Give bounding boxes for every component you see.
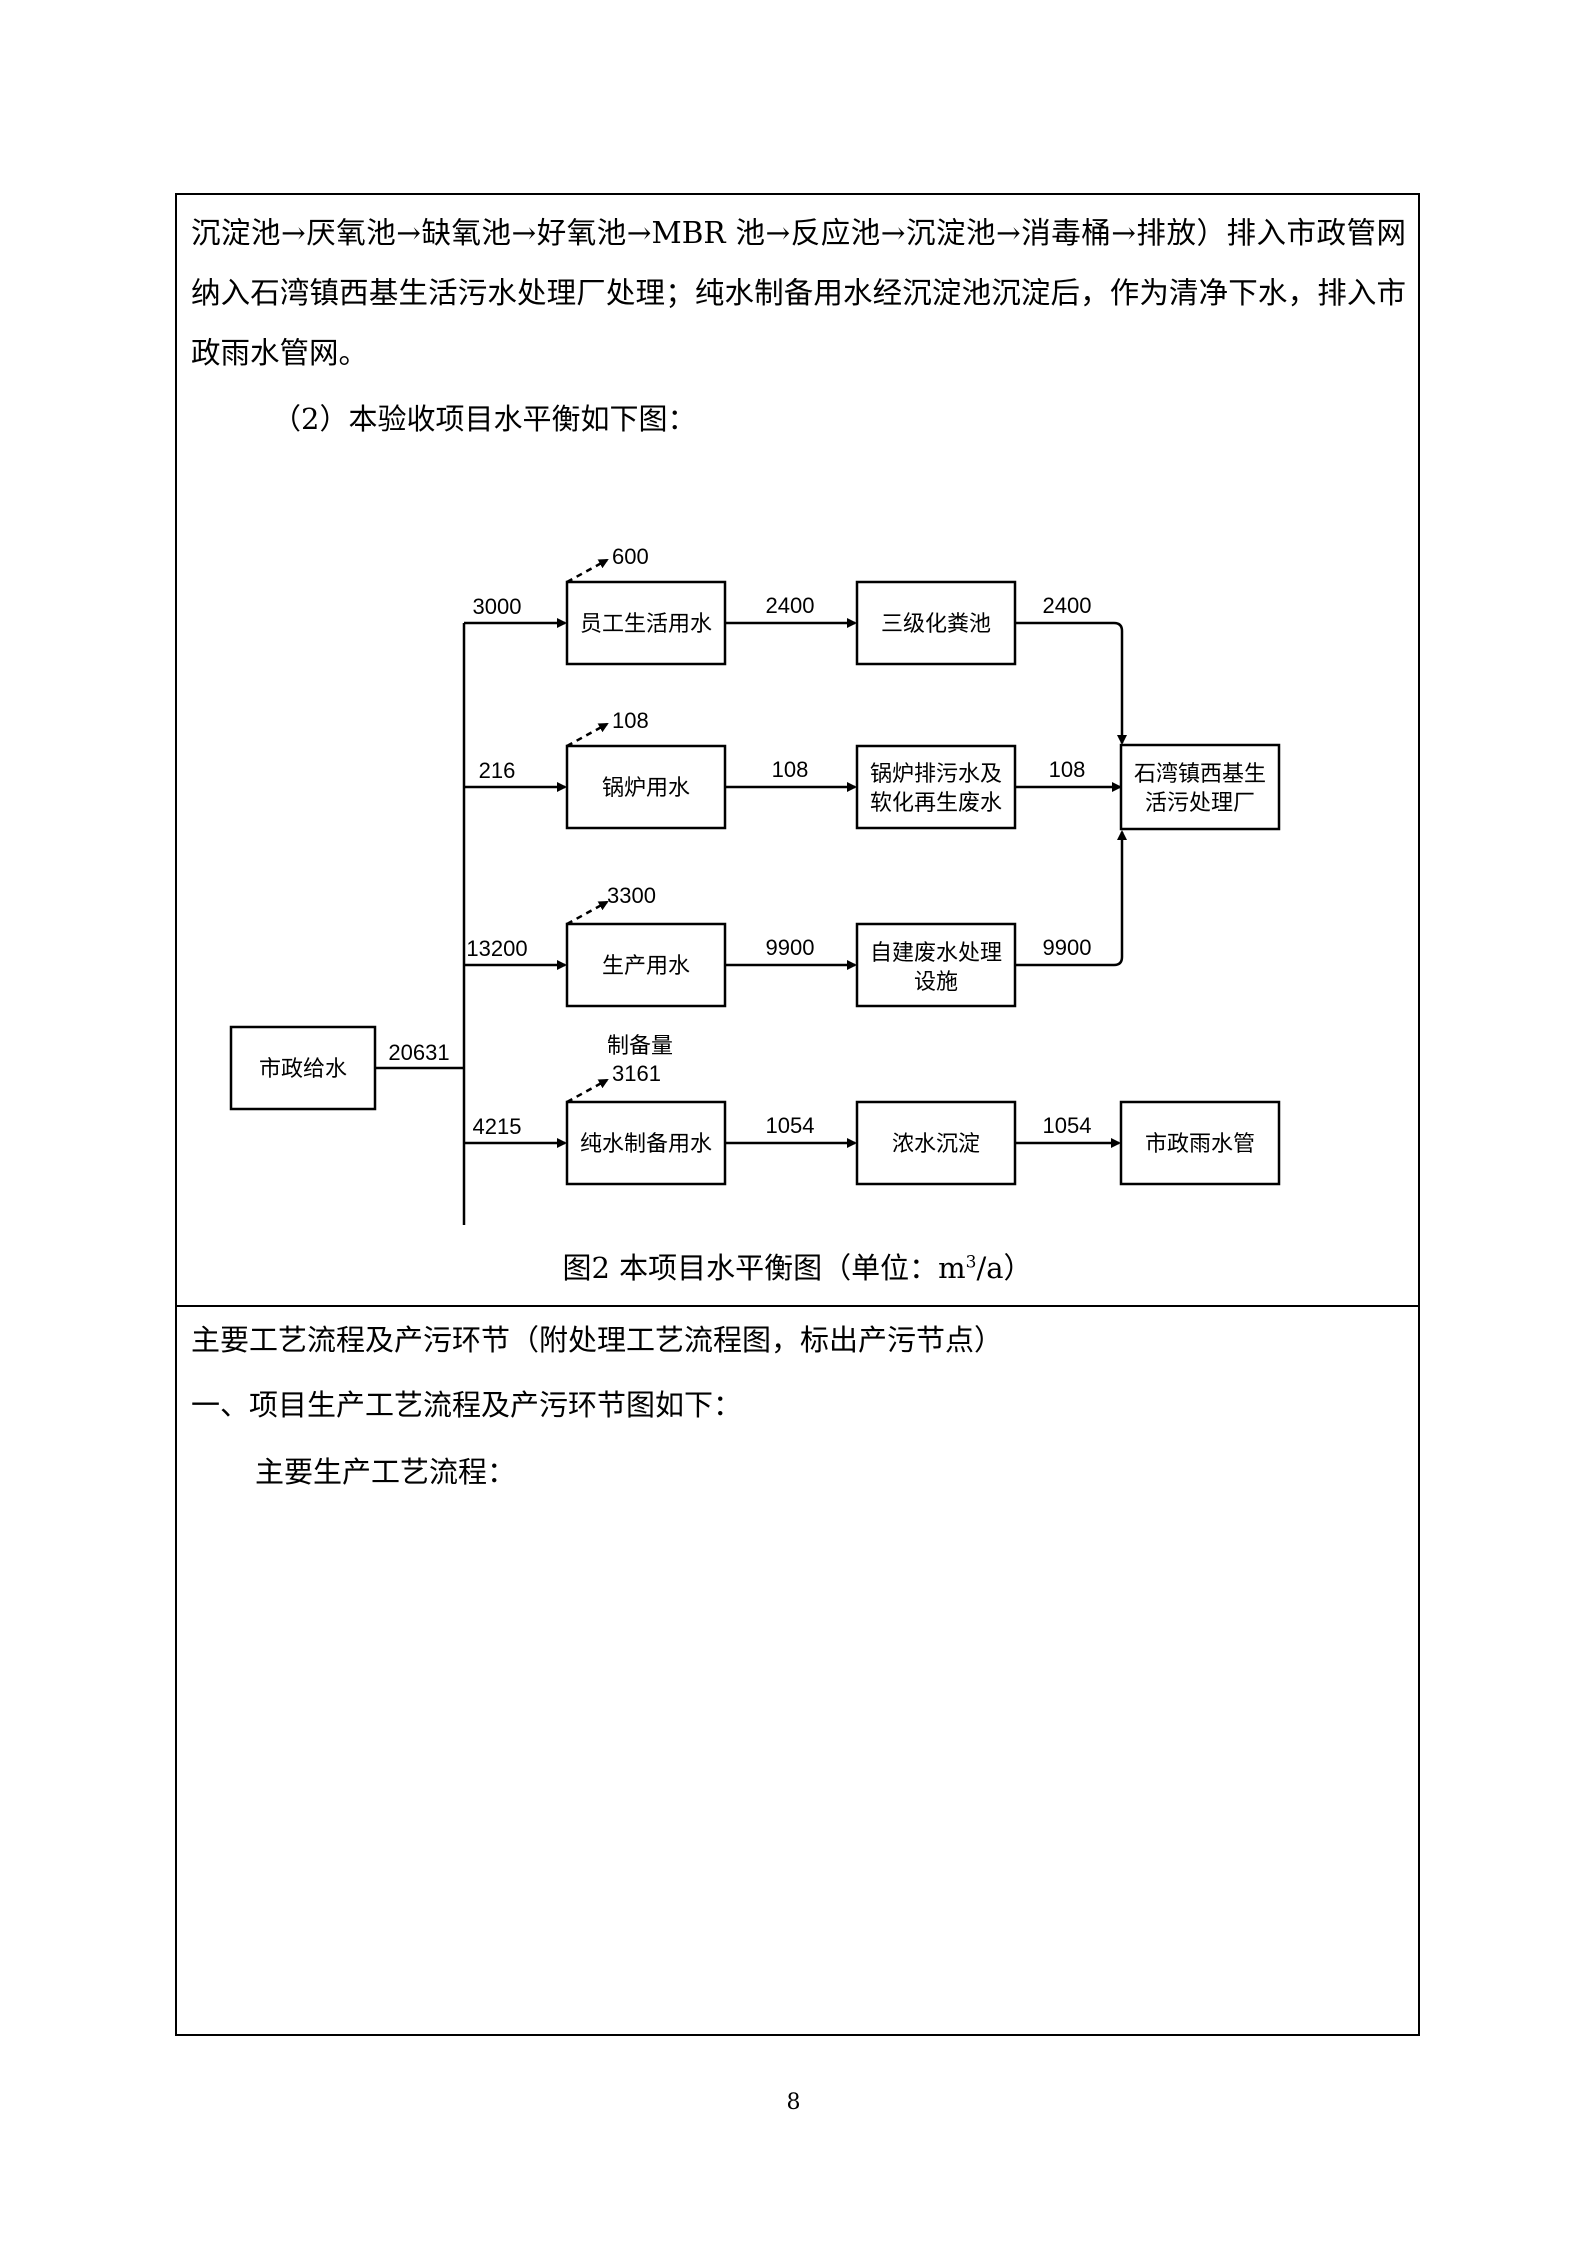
source-value: 20631 bbox=[388, 1040, 449, 1065]
row-divider bbox=[177, 1305, 1418, 1307]
rain-box bbox=[1119, 1100, 1281, 1186]
plant-label: 活污处理厂 bbox=[1145, 790, 1255, 815]
loss-value: 600 bbox=[612, 544, 649, 569]
input-value: 13200 bbox=[466, 936, 527, 961]
out2-value: 9900 bbox=[1043, 935, 1092, 960]
rain-label: 市政雨水管 bbox=[1145, 1131, 1255, 1156]
input-value: 3000 bbox=[473, 594, 522, 619]
treat-label: 自建废水处理 bbox=[870, 940, 1002, 965]
treat-label: 三级化粪池 bbox=[881, 611, 991, 636]
unit-label: 生产用水 bbox=[602, 953, 690, 978]
figure-caption: 图2 本项目水平衡图（单位：m3/a） bbox=[562, 1251, 1033, 1285]
section-title: 主要工艺流程及产污环节（附处理工艺流程图，标出产污节点） bbox=[191, 1323, 1004, 1357]
water-treatment-paragraph: 沉淀池→厌氧池→缺氧池→好氧池→MBR 池→反应池→沉淀池→消毒桶→排放）排入市… bbox=[191, 216, 1406, 370]
out1-value: 2400 bbox=[766, 593, 815, 618]
out2-value: 2400 bbox=[1043, 593, 1092, 618]
treat-label: 浓水沉淀 bbox=[892, 1131, 980, 1156]
unit-label: 员工生活用水 bbox=[580, 611, 712, 636]
water-balance-subheading: （2）本验收项目水平衡如下图： bbox=[272, 402, 697, 436]
treat-label: 设施 bbox=[914, 969, 958, 994]
plant-box bbox=[1119, 743, 1281, 831]
process-heading: 一、项目生产工艺流程及产污环节图如下： bbox=[191, 1388, 743, 1422]
treat-label: 软化再生废水 bbox=[870, 790, 1002, 815]
out1-value: 108 bbox=[772, 757, 809, 782]
loss-value: 3300 bbox=[607, 883, 656, 908]
loss-label: 制备量 bbox=[607, 1033, 673, 1058]
input-value: 216 bbox=[479, 758, 516, 783]
water-balance-diagram: 市政给水 20631 3000 216 13200 4215 员工生活用水 锅炉… bbox=[229, 544, 1281, 1225]
process-subheading: 主要生产工艺流程： bbox=[255, 1455, 517, 1489]
report-table: 沉淀池→厌氧池→缺氧池→好氧池→MBR 池→反应池→沉淀池→消毒桶→排放）排入市… bbox=[175, 193, 1420, 2036]
unit-label: 纯水制备用水 bbox=[580, 1131, 712, 1156]
unit-label: 锅炉用水 bbox=[602, 775, 690, 800]
loss-value: 108 bbox=[612, 708, 649, 733]
page-number: 8 bbox=[786, 2090, 801, 2115]
source-label: 市政给水 bbox=[259, 1056, 347, 1081]
input-value: 4215 bbox=[473, 1114, 522, 1139]
out2-value: 108 bbox=[1049, 757, 1086, 782]
loss-value: 3161 bbox=[612, 1061, 661, 1086]
out1-value: 9900 bbox=[766, 935, 815, 960]
plant-label: 石湾镇西基生 bbox=[1134, 761, 1266, 786]
treat-label: 锅炉排污水及 bbox=[870, 761, 1002, 786]
treat-box-boiler bbox=[855, 744, 1017, 830]
out1-value: 1054 bbox=[766, 1113, 815, 1138]
out2-value: 1054 bbox=[1043, 1113, 1092, 1138]
